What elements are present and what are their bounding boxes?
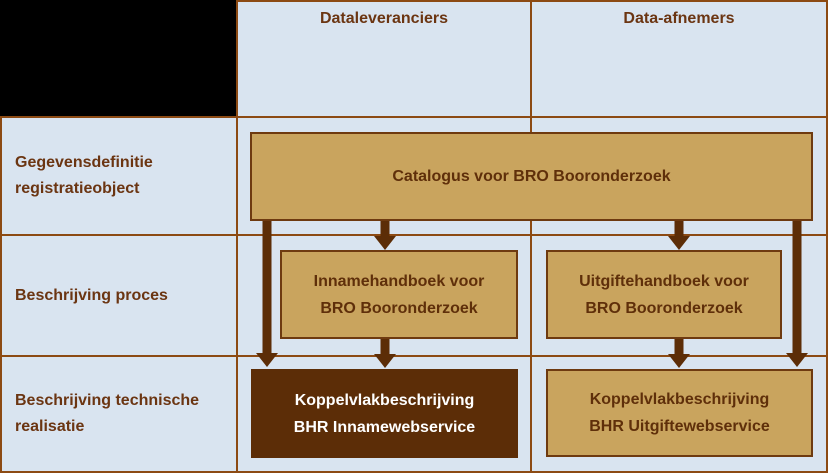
arrow-catalogus-to-koppelvlak-inname	[256, 221, 278, 367]
arrow-catalogus-to-koppelvlak-uitgifte	[786, 221, 808, 367]
arrow-innamehandboek-to-koppelvlak-inname	[374, 339, 396, 368]
arrow-shaft	[792, 221, 802, 355]
arrow-head-down-icon	[668, 236, 690, 250]
row-label-gegevensdefinitie-registratieobject: Gegevensdefinitie registratieobject	[15, 154, 153, 197]
corner-cell	[0, 0, 236, 116]
grid-line-row3-row4	[0, 355, 828, 357]
row-label-beschrijving-proces: Beschrijving proces	[15, 286, 168, 304]
grid-line-col2-col3	[530, 0, 532, 473]
arrow-head-down-icon	[374, 354, 396, 368]
box-koppelvlakbeschrijving-bhr-innamewebservice: Koppelvlakbeschrijving BHR Innamewebserv…	[251, 369, 518, 458]
box-innamehandboek: Innamehandboek voor BRO Booronderzoek	[280, 250, 518, 339]
grid-line-left	[0, 0, 2, 473]
arrow-catalogus-to-uitgiftehandboek	[668, 221, 690, 250]
grid-line-row2-row3	[0, 234, 828, 236]
column-header-data-afnemers: Data-afnemers	[623, 10, 735, 27]
arrow-shaft	[380, 221, 390, 238]
arrow-shaft	[674, 221, 684, 238]
box-catalogus-bro-booronderzoek: Catalogus voor BRO Booronderzoek	[250, 132, 813, 221]
arrow-head-down-icon	[786, 353, 808, 367]
box-uitgiftehandboek: Uitgiftehandboek voor BRO Booronderzoek	[546, 250, 782, 339]
box-koppelvlakbeschrijving-bhr-uitgiftewebservice: Koppelvlakbeschrijving BHR Uitgiftewebse…	[546, 369, 813, 457]
grid-line-header-bottom	[0, 116, 828, 118]
arrow-shaft	[380, 339, 390, 356]
row-label-beschrijving-technische-realisatie: Beschrijving technische realisatie	[15, 392, 200, 435]
grid-line-bottom	[0, 471, 828, 473]
column-header-dataleveranciers: Dataleveranciers	[319, 10, 449, 27]
arrow-uitgiftehandboek-to-koppelvlak-uitgifte	[668, 339, 690, 368]
arrow-shaft	[262, 221, 272, 355]
grid-line-right	[826, 0, 828, 473]
arrow-head-down-icon	[668, 354, 690, 368]
grid-line-top	[0, 0, 828, 2]
arrow-head-down-icon	[256, 353, 278, 367]
arrow-head-down-icon	[374, 236, 396, 250]
arrow-shaft	[674, 339, 684, 356]
arrow-catalogus-to-innamehandboek	[374, 221, 396, 250]
grid-line-col1-col2	[236, 0, 238, 473]
